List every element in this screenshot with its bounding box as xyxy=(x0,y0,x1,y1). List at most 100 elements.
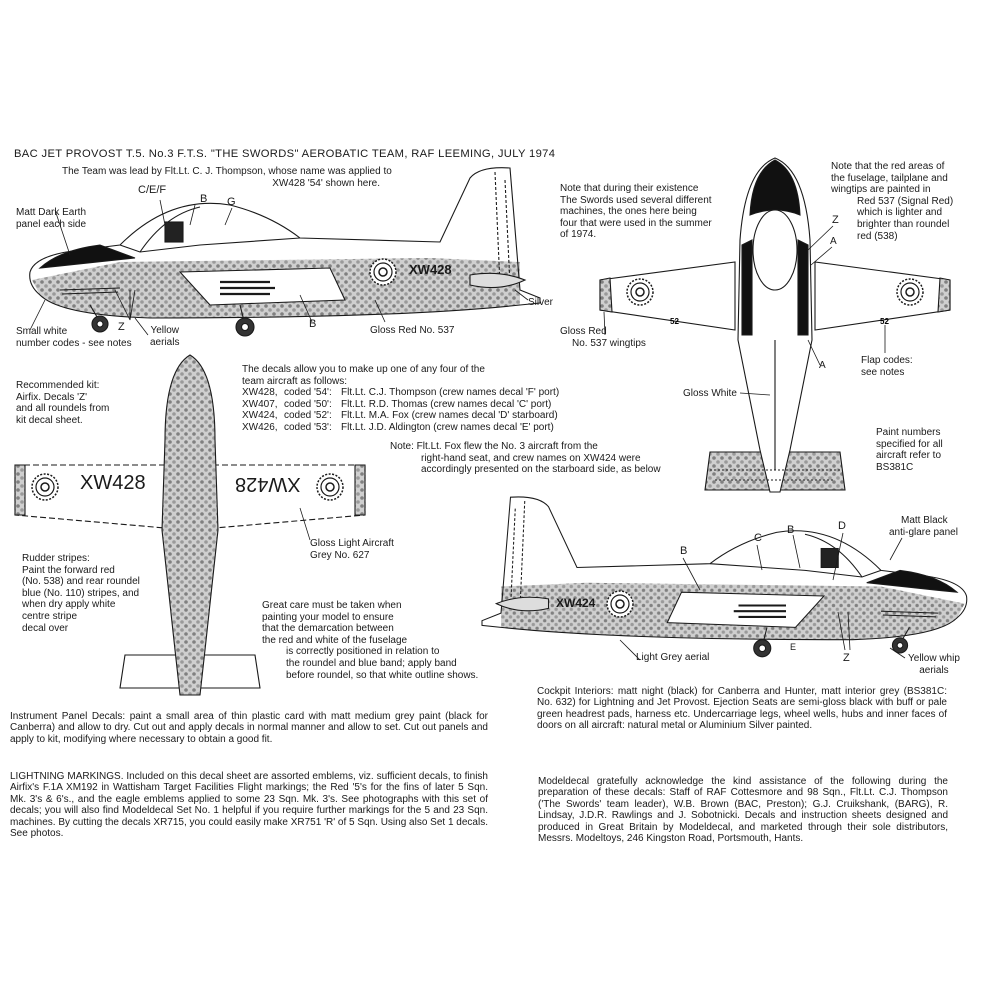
decal-row: XW428,coded '54':Flt.Lt. C.J. Thompson (… xyxy=(242,387,559,399)
lightning-markings-paragraph: LIGHTNING MARKINGS. Included on this dec… xyxy=(10,771,488,840)
callout-cef: C/E/F xyxy=(138,184,167,196)
label-line: Small white xyxy=(16,326,68,337)
note-line: before roundel, so that white outline sh… xyxy=(286,669,479,681)
note-line: machines, the ones here being xyxy=(560,206,697,218)
callout-g: G xyxy=(227,196,236,208)
red-areas-note: Note that the red areas of the fuselage,… xyxy=(831,161,953,242)
roundel-fuselage xyxy=(369,258,397,286)
silver-label: Silver xyxy=(528,297,554,308)
matt-dark-earth-label: Matt Dark Earth panel each side xyxy=(16,207,86,230)
serial: XW424, xyxy=(242,410,278,422)
callout-d: D xyxy=(838,520,846,532)
note-line: brighter than roundel xyxy=(857,218,950,230)
decal-row: XW424,coded '52':Flt.Lt. M.A. Fox (crew … xyxy=(242,410,559,422)
label-line: Yellow xyxy=(150,325,179,336)
note-line: blue (No. 110) stripes, and xyxy=(22,587,140,599)
acknowledgement-paragraph: Modeldecal gratefully acknowledge the ki… xyxy=(538,776,948,845)
light-grey-aerial-label: Light Grey aerial xyxy=(636,652,710,663)
flap-code-left: 52 xyxy=(670,317,679,326)
wing-serial-port: XW428 xyxy=(80,472,146,494)
label-line: aerials xyxy=(150,336,180,348)
flap-codes-label: Flap codes: see notes xyxy=(861,355,913,378)
decal-row: XW426,coded '53':Flt.Lt. J.D. Aldington … xyxy=(242,422,559,434)
top-view-aircraft xyxy=(599,157,951,493)
callout-b: B xyxy=(200,193,208,205)
wing-serial-starboard: XW428 xyxy=(235,473,301,495)
serial: XW407, xyxy=(242,398,278,410)
label-line: Matt Dark Earth xyxy=(16,207,87,218)
yellow-aerials-label: Yellow aerials xyxy=(150,325,179,348)
label-line: Gloss Red xyxy=(560,326,607,337)
decals-list: The decals allow you to make up one of a… xyxy=(242,364,559,434)
note-line: XW428 '54' shown here. xyxy=(272,177,380,189)
gloss-red-wingtips-label: Gloss Red No. 537 wingtips xyxy=(560,326,646,349)
callout-z: Z xyxy=(118,321,125,333)
note-line: BS381C xyxy=(876,461,914,473)
note-line: centre stripe xyxy=(22,610,78,622)
label-line: Yellow whip xyxy=(908,653,960,664)
callout-a-bottom: A xyxy=(819,360,826,371)
note-line: Rudder stripes: xyxy=(22,553,90,564)
callout-b2-stbd: B xyxy=(787,524,795,536)
note-line: painting your model to ensure xyxy=(262,611,394,623)
intro-line: The decals allow you to make up one of a… xyxy=(242,364,485,375)
note-line: Paint numbers xyxy=(876,427,941,438)
crew: Flt.Lt. C.J. Thompson (crew names decal … xyxy=(341,387,560,399)
sheet-title: BAC JET PROVOST T.5. No.3 F.T.S. "THE SW… xyxy=(14,148,556,160)
code: coded '53': xyxy=(284,421,332,433)
note-line: decal over xyxy=(22,622,69,634)
note-line: Note that the red areas of xyxy=(831,161,945,172)
paint-numbers-note: Paint numbers specified for all aircraft… xyxy=(876,427,943,473)
gloss-light-grey-label: Gloss Light Aircraft Grey No. 627 xyxy=(310,538,394,561)
note-line: Great care must be taken when xyxy=(262,600,402,611)
note-line: Note: Flt.Lt. Fox flew the No. 3 aircraf… xyxy=(390,441,598,452)
note-line: Note that during their existence xyxy=(560,183,699,194)
note-line: red (538) xyxy=(857,230,898,242)
label-line: Flap codes: xyxy=(861,355,913,366)
small-white-codes-label: Small white number codes - see notes xyxy=(16,326,132,349)
yellow-whip-label: Yellow whip aerials xyxy=(908,653,960,676)
label-line: No. 537 wingtips xyxy=(572,337,646,349)
recommended-kit-note: Recommended kit: Airfix. Decals 'Z' and … xyxy=(16,380,109,426)
decal-row: XW407,coded '50':Flt.Lt. R.D. Thomas (cr… xyxy=(242,399,559,411)
serial: XW426, xyxy=(242,421,278,433)
callout-e: E xyxy=(790,642,797,652)
fox-note: Note: Flt.Lt. Fox flew the No. 3 aircraf… xyxy=(390,441,661,476)
note-line: Red 537 (Signal Red) xyxy=(857,195,954,207)
note-line: the roundel and blue band; apply band xyxy=(286,657,457,669)
serial: XW428, xyxy=(242,387,278,399)
note-line: kit decal sheet. xyxy=(16,414,83,426)
label-line: number codes - see notes xyxy=(16,337,132,349)
crew: Flt.Lt. M.A. Fox (crew names decal 'D' s… xyxy=(341,410,558,422)
note-line: of 1974. xyxy=(560,229,597,241)
instrument-panel-paragraph: Instrument Panel Decals: paint a small a… xyxy=(10,711,488,745)
label-line: Gloss Light Aircraft xyxy=(310,538,394,549)
label-line: anti-glare panel xyxy=(889,526,958,538)
note-line: wingtips are painted in xyxy=(831,184,931,196)
callout-z-stbd: Z xyxy=(843,652,850,664)
note-line: right-hand seat, and crew names on XW424… xyxy=(421,452,641,464)
note-line: when dry apply white xyxy=(22,599,116,611)
note-line: Recommended kit: xyxy=(16,380,100,391)
note-line: that the demarcation between xyxy=(262,623,394,635)
matt-black-label: Matt Black anti-glare panel xyxy=(889,515,958,538)
note-line: (No. 538) and rear roundel xyxy=(22,576,140,588)
note-line: Airfix. Decals 'Z' xyxy=(16,391,88,403)
cockpit-interiors-paragraph: Cockpit Interiors: matt night (black) fo… xyxy=(537,686,947,732)
note-line: which is lighter and xyxy=(857,207,943,219)
label-line: panel each side xyxy=(16,218,87,230)
callout-c: C xyxy=(754,532,762,544)
callout-b-stbd: B xyxy=(680,545,688,557)
great-care-note: Great care must be taken when painting y… xyxy=(262,600,478,681)
note-line: Paint the forward red xyxy=(22,564,115,576)
label-line: Grey No. 627 xyxy=(310,549,370,561)
note-line: the fuselage, tailplane and xyxy=(831,172,948,184)
note-line: The Swords used several different xyxy=(560,194,712,206)
callout-b2: B xyxy=(309,318,317,330)
side-view-port-aircraft xyxy=(28,166,542,338)
note-line: the red and white of the fuselage xyxy=(262,634,408,646)
callout-a-top: A xyxy=(830,236,837,247)
fuselage-serial: XW428 xyxy=(409,262,452,277)
side-view-starboard-aircraft xyxy=(480,495,968,661)
note-line: aircraft refer to xyxy=(876,450,942,462)
